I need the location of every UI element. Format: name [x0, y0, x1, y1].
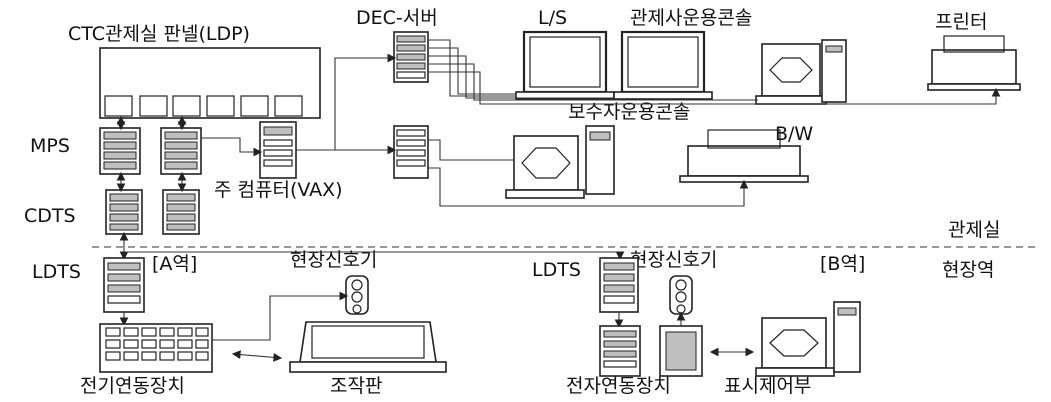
- dec-server: [393, 31, 429, 83]
- signal-b-light: [669, 275, 693, 315]
- main-computer-vax: [259, 121, 297, 179]
- electric-interlock-unit: [99, 323, 213, 373]
- ldts-a-server: [103, 257, 145, 313]
- station-a-label: [A역]: [152, 253, 197, 275]
- mps-server-2: [160, 127, 202, 175]
- control-console-monitor: [613, 30, 713, 100]
- main-computer-label: 주 컴퓨터(VAX): [214, 179, 343, 201]
- signal-a-light: [345, 275, 369, 315]
- bw-label: B/W: [775, 123, 813, 145]
- control-room-label: 관제실: [948, 219, 1000, 241]
- cdts-server-1: [105, 189, 143, 235]
- control-panel-console: [289, 321, 447, 373]
- interlock-to-panel-wire: [231, 350, 283, 362]
- maintenance-server: [393, 125, 429, 179]
- interlock-to-signal-a-wire: [212, 291, 349, 341]
- dec-server-label: DEC-서버: [356, 7, 438, 29]
- maintenance-console-workstation: [505, 125, 615, 199]
- bw-printer: [679, 129, 809, 183]
- display-control-label: 표시제어부: [724, 375, 811, 397]
- electric-interlock-label: 전기연동장치: [80, 375, 185, 397]
- field-station-label: 현장역: [942, 259, 994, 281]
- electronic-interlock-unit: [599, 325, 703, 377]
- ls-label: L/S: [538, 7, 567, 29]
- workstation-top: [755, 39, 847, 105]
- ldts-b-label: LDTS: [532, 259, 581, 281]
- station-b-label: [B역]: [820, 253, 865, 275]
- ls-monitor: [515, 30, 615, 100]
- electronic-interlock-label: 전자연동장치: [566, 375, 671, 397]
- cdts-label: CDTS: [24, 205, 76, 227]
- display-control-workstation: [755, 301, 861, 377]
- ldts-b-server: [599, 257, 639, 313]
- control-panel-label: 조작판: [330, 375, 382, 397]
- ldts-a-label: LDTS: [32, 261, 81, 283]
- printer-top: [927, 35, 1021, 91]
- control-room-wiring: [116, 39, 1001, 261]
- mps-label: MPS: [30, 135, 70, 157]
- signal-b-label: 현장신호기: [630, 249, 717, 271]
- mps-server-1: [99, 127, 141, 175]
- maintenance-console-label: 보수자운용콘솔: [568, 101, 690, 123]
- control-console-label: 관제사운용콘솔: [630, 7, 752, 29]
- signal-a-label: 현장신호기: [290, 249, 377, 271]
- ldp-panel: [99, 47, 321, 119]
- ctc-panel-label: CTC관제실 판넬(LDP): [68, 23, 250, 45]
- printer-label: 프린터: [935, 11, 987, 33]
- cdts-server-2: [162, 189, 200, 235]
